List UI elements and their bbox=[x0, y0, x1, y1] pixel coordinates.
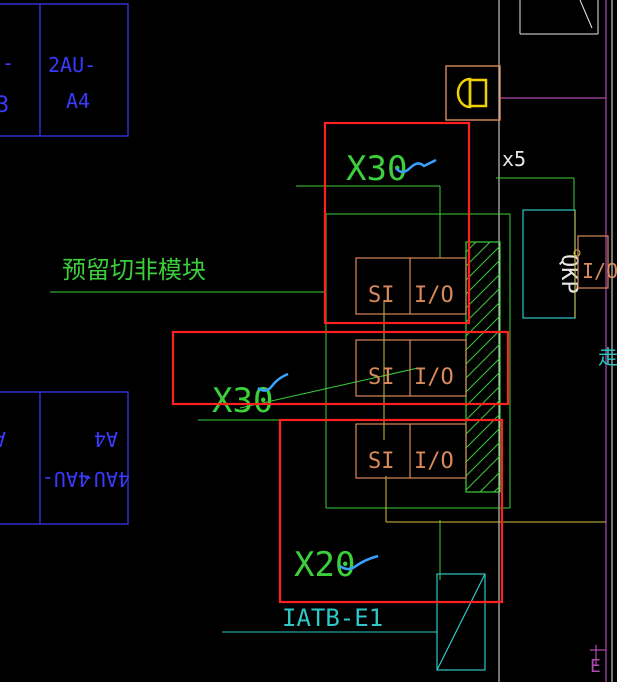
hatched-bus-bar bbox=[465, 241, 501, 493]
right-io-label: I/O bbox=[582, 259, 617, 283]
panel-4au-a4: A 4AU- 4AU- A4 bbox=[0, 391, 130, 525]
qkp-label: QKP bbox=[556, 254, 581, 294]
scribble bbox=[339, 554, 379, 571]
panel-label-4au: 4AU- bbox=[82, 467, 130, 491]
module-io: I/O bbox=[414, 365, 454, 390]
reserve-module-label: 预留切非模块 bbox=[62, 256, 206, 284]
panel-text-a: - bbox=[2, 51, 14, 75]
panel-text-bottom-a: A bbox=[0, 427, 6, 451]
scribble bbox=[395, 158, 437, 174]
panel-label-a4-bottom: A4 bbox=[94, 427, 118, 451]
panel-2au-a4-frame bbox=[0, 3, 129, 137]
annotation-text: X20 bbox=[294, 545, 355, 585]
iatb-e1-component: IATB-E1 bbox=[222, 573, 486, 671]
x5-label: x5 bbox=[502, 147, 526, 171]
panel-4au-a4-frame bbox=[0, 391, 129, 525]
module-1: SI I/O bbox=[355, 257, 467, 315]
annotation-x30-middle: X30 bbox=[212, 372, 289, 421]
yellow-wiring bbox=[383, 300, 606, 523]
right-partial-label: 走 bbox=[598, 345, 617, 369]
module-si: SI bbox=[368, 449, 395, 474]
hatch-lines bbox=[465, 241, 501, 493]
scribble bbox=[257, 372, 289, 392]
annotation-text: X30 bbox=[212, 381, 273, 421]
module-io: I/O bbox=[414, 283, 454, 308]
panel-label-4au-small: 4AU- bbox=[42, 467, 90, 491]
module-io: I/O bbox=[414, 449, 454, 474]
panel-text-b: 3 bbox=[0, 93, 9, 118]
right-io-frame bbox=[577, 235, 609, 289]
panel-label-2au: 2AU- bbox=[48, 53, 96, 77]
module-frame bbox=[355, 257, 467, 315]
annotation-x30-top: X30 bbox=[346, 149, 437, 189]
panel-label-a4: A4 bbox=[66, 89, 90, 113]
panel-2au-a4: - 3 2AU- A4 bbox=[0, 3, 129, 137]
bottom-right-label: E bbox=[590, 656, 601, 677]
right-top-diag bbox=[579, 0, 593, 29]
module-si: SI bbox=[368, 365, 395, 390]
module-3: SI I/O bbox=[355, 423, 467, 479]
highlight-box-bottom bbox=[278, 418, 504, 604]
module-frame bbox=[355, 339, 467, 397]
highlight-box-middle bbox=[171, 330, 510, 406]
module-2: SI I/O bbox=[355, 339, 467, 397]
speaker-icon-frame bbox=[445, 65, 501, 121]
speaker-icon-body bbox=[468, 78, 488, 108]
iatb-diagonal bbox=[436, 573, 486, 671]
speaker-icon bbox=[445, 65, 501, 121]
iatb-label: IATB-E1 bbox=[282, 604, 383, 632]
module-si: SI bbox=[368, 283, 395, 308]
iatb-frame bbox=[436, 573, 486, 671]
green-wiring bbox=[50, 177, 575, 580]
module-frame bbox=[355, 423, 467, 479]
qkp-component: QKP I/O bbox=[522, 209, 617, 319]
speaker-icon-cone bbox=[456, 77, 472, 109]
annotation-x20: X20 bbox=[294, 545, 379, 585]
highlight-box-top bbox=[323, 121, 471, 325]
qkp-connector bbox=[573, 249, 581, 257]
